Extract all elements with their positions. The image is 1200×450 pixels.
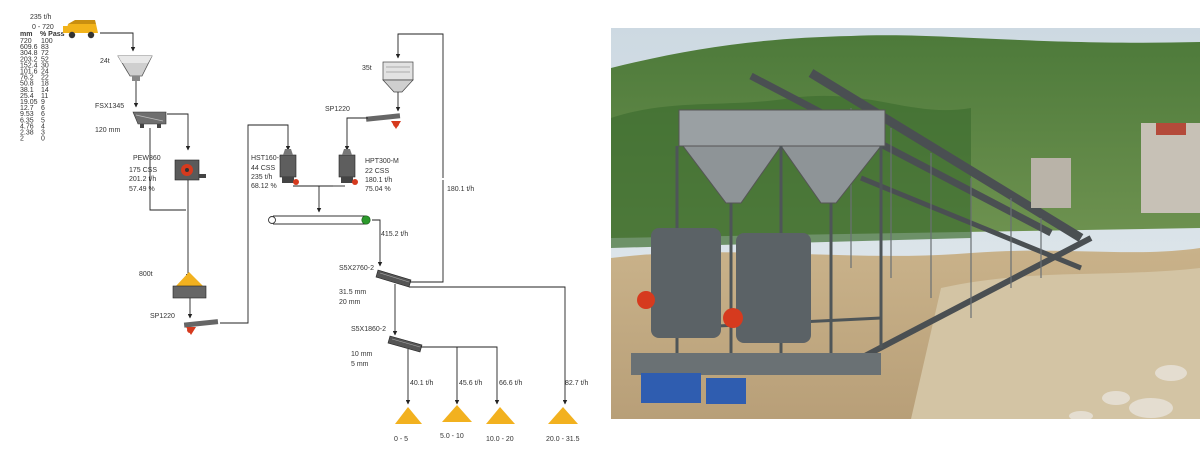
hopper-2-capacity: 35t <box>362 65 372 72</box>
table-pass-cell: 22 <box>41 75 49 82</box>
product-3-label: 10.0 - 20 <box>486 436 514 443</box>
table-size-cell: 38.1 <box>20 87 34 94</box>
table-size-cell: 25.4 <box>20 93 34 100</box>
table-size-cell: 203.2 <box>20 56 38 63</box>
table-pass-cell: 9 <box>41 99 45 106</box>
table-pass-cell: 6 <box>41 111 45 118</box>
table-pass-cell: 0 <box>41 136 45 143</box>
jaw-crusher-name: PEW860 <box>133 155 161 162</box>
table-size-cell: 2.38 <box>20 130 34 137</box>
feeder-screen-size: 120 mm <box>95 127 120 134</box>
feed-rate: 235 t/h <box>30 14 52 21</box>
product-pile-4-icon <box>548 407 578 424</box>
table-pass-cell: 83 <box>41 44 49 51</box>
table-size-cell: 304.8 <box>20 50 38 57</box>
screen-2-deck1: 10 mm <box>351 351 373 358</box>
vibrating-screen-2-icon <box>387 335 423 353</box>
table-pass-cell: 52 <box>41 56 49 63</box>
product-4-label: 20.0 - 31.5 <box>546 436 580 443</box>
feeder-1-name: SP1220 <box>150 313 175 320</box>
jaw-crusher-rate: 201.2 t/h <box>129 176 156 183</box>
cone-crusher-hst-icon <box>279 149 299 185</box>
hst-rate: 235 t/h <box>251 174 273 181</box>
table-header-mm: mm <box>20 31 32 38</box>
table-size-cell: 720 <box>20 38 32 45</box>
table-pass-cell: 18 <box>41 81 49 88</box>
table-size-cell: 2 <box>20 136 24 143</box>
hpt-name: HPT300-M <box>365 158 399 165</box>
table-pass-cell: 100 <box>41 38 53 45</box>
product-2-label: 5.0 - 10 <box>440 433 464 440</box>
table-pass-cell: 3 <box>41 130 45 137</box>
hopper-1-capacity: 24t <box>100 58 110 65</box>
product-1-label: 0 - 5 <box>394 436 408 443</box>
hst-css: 44 CSS <box>251 165 275 172</box>
table-size-cell: 609.6 <box>20 44 38 51</box>
table-size-cell: 50.8 <box>20 81 34 88</box>
table-pass-cell: 5 <box>41 117 45 124</box>
hpt-css: 22 CSS <box>365 168 389 175</box>
product-pile-3-icon <box>486 407 515 424</box>
table-pass-cell: 4 <box>41 123 45 130</box>
haul-truck-icon <box>63 20 98 39</box>
table-pass-cell: 30 <box>41 62 49 69</box>
screen-1-name: S5X2760-2 <box>339 265 374 272</box>
belt-feeder-2-icon <box>365 113 401 129</box>
product-pile-2-icon <box>442 405 472 422</box>
product-4-rate: 82.7 t/h <box>565 380 588 387</box>
screen-1-deck2: 20 mm <box>339 299 361 306</box>
feeder-screen-name: FSX1345 <box>95 103 124 110</box>
surge-bin-icon <box>382 61 414 93</box>
table-size-cell: 101.6 <box>20 69 38 76</box>
table-pass-cell: 24 <box>41 69 49 76</box>
table-pass-cell: 11 <box>41 93 48 100</box>
feeder-2-name: SP1220 <box>325 106 350 113</box>
product-piles <box>395 405 578 424</box>
hpt-rate: 180.1 t/h <box>365 177 392 184</box>
table-pass-cell: 72 <box>41 50 49 57</box>
product-pile-1-icon <box>395 407 422 424</box>
table-size-cell: 19.05 <box>20 99 38 106</box>
product-2-rate: 45.6 t/h <box>459 380 482 387</box>
product-1-rate: 40.1 t/h <box>410 380 433 387</box>
feed-size-range: 0 - 720 <box>32 24 54 31</box>
table-size-cell: 4.76 <box>20 123 34 130</box>
table-pass-cell: 6 <box>41 105 45 112</box>
table-header-pass: % Pass <box>40 31 65 38</box>
hst-pct: 68.12 % <box>251 183 277 190</box>
conveyor-rate: 415.2 t/h <box>381 231 408 238</box>
stockpile-icon <box>172 272 207 299</box>
jaw-crusher-css: 175 CSS <box>129 167 157 174</box>
hst-name: HST160-S <box>251 155 284 162</box>
cone-crusher-hpt-icon <box>338 149 358 185</box>
screen-2-name: S5X1860-2 <box>351 326 386 333</box>
table-pass-cell: 14 <box>41 87 49 94</box>
table-size-cell: 9.53 <box>20 111 34 118</box>
crusher-tower <box>631 109 886 404</box>
secondary-building <box>1031 123 1200 213</box>
belt-feeder-1-icon <box>183 319 219 335</box>
recirculation-rate: 180.1 t/h <box>447 186 474 193</box>
hpt-pct: 75.04 % <box>365 186 391 193</box>
stockpile-capacity: 800t <box>139 271 153 278</box>
product-3-rate: 66.6 t/h <box>499 380 522 387</box>
table-size-cell: 76.2 <box>20 75 34 82</box>
jaw-crusher-pct: 57.49 % <box>129 186 155 193</box>
table-size-cell: 12.7 <box>20 105 34 112</box>
plant-photo <box>611 28 1200 419</box>
hopper-1-icon <box>117 55 153 81</box>
vibrating-grizzly-feeder-icon <box>132 111 167 128</box>
screen-1-deck1: 31.5 mm <box>339 289 366 296</box>
table-size-cell: 152.4 <box>20 62 38 69</box>
product-conveyor-icon <box>268 215 371 225</box>
screen-2-deck2: 5 mm <box>351 361 369 368</box>
vibrating-screen-1-icon <box>375 269 412 288</box>
jaw-crusher-icon <box>174 159 206 181</box>
table-size-cell: 6.35 <box>20 117 34 124</box>
